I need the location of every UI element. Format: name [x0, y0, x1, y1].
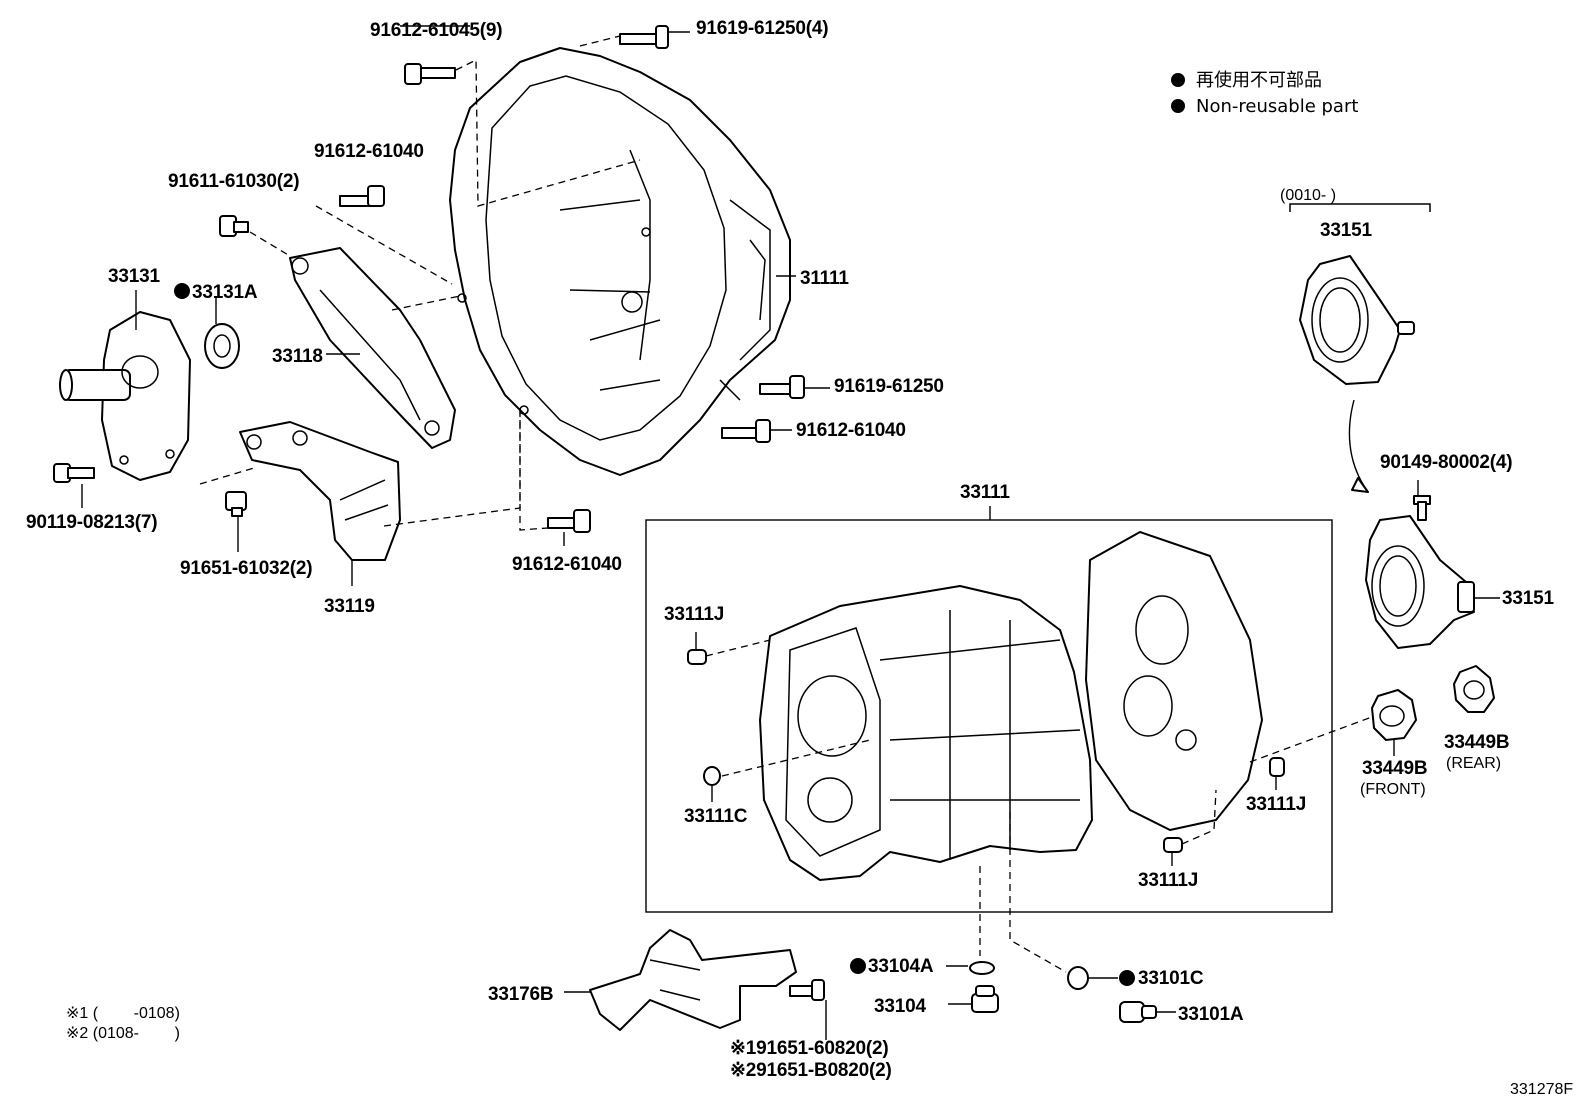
non-reusable-dot-icon — [1119, 970, 1135, 986]
label-33111C: 33111C — [684, 806, 748, 827]
label-91651-61032: 91651-61032(2) — [180, 558, 312, 579]
diagram-code: 331278F — [1510, 1081, 1573, 1098]
note-2: ※2 (0108- ) — [66, 1025, 180, 1042]
note-1: ※1 ( -0108) — [66, 1005, 180, 1022]
extension-housing-33131 — [59, 311, 191, 481]
bolt-91651-61032-icon — [225, 491, 247, 517]
label-33101A: 33101A — [1178, 1004, 1244, 1025]
label-33104A: 33104A — [868, 956, 934, 977]
label-91612-61040-bottom: 91612-61040 — [512, 554, 622, 575]
bolt-91612-61045-icon — [404, 63, 456, 85]
label-33118: 33118 — [272, 346, 323, 367]
transmission-case-33111 — [687, 531, 1381, 881]
bolt-91611-61030-icon — [219, 215, 249, 237]
part-labels: 91612-61045(9) 91619-61250(4) 91612-6104… — [26, 18, 1555, 1081]
filler-plug-33101A-icon — [1119, 1001, 1176, 1023]
label-33104: 33104 — [874, 996, 926, 1017]
label-33131: 33131 — [108, 266, 160, 287]
drain-plug-33104-icon — [948, 985, 999, 1013]
label-91619-61250-4: 91619-61250(4) — [696, 18, 828, 39]
label-90149-80002: 90149-80002(4) — [1380, 452, 1512, 473]
cover-33151-top — [1289, 203, 1431, 493]
leader-lines-top — [81, 25, 830, 586]
dowel-pin-33111J-b-icon — [1269, 757, 1285, 777]
non-reusable-dot-icon — [850, 958, 866, 974]
label-91619-61250: 91619-61250 — [834, 376, 944, 397]
group-frame — [645, 519, 1333, 913]
shift-lever-retainer-33176B — [564, 929, 797, 1031]
bracket-33118 — [289, 247, 456, 449]
non-reusable-dot-icon — [1171, 99, 1185, 113]
label-33111J-a: 33111J — [664, 604, 724, 625]
label-33151-side: 33151 — [1502, 588, 1554, 609]
bolt-91612-61040-bottom-icon — [547, 509, 591, 533]
bolt-90149-80002-icon — [1413, 495, 1431, 521]
label-rear: (REAR) — [1446, 755, 1501, 772]
filler-leader — [1009, 812, 1067, 973]
label-33449B-rear: 33449B — [1444, 732, 1509, 753]
oil-seal-33131A — [204, 323, 240, 369]
bolt-91612-61040-top-icon — [339, 185, 385, 207]
legend: 再使用不可部品 Non-reusable part — [1171, 70, 1358, 117]
bolt-91619-61250-right-icon — [759, 375, 805, 399]
range-label: (0010- ) — [1280, 187, 1336, 204]
label-91612-61040-top: 91612-61040 — [314, 141, 424, 162]
label-33101C: 33101C — [1138, 968, 1204, 989]
label-31111: 31111 — [800, 268, 849, 289]
cover-33151-side — [1365, 480, 1500, 649]
bolts — [53, 25, 1431, 1001]
nut-33449B-rear-icon — [1453, 665, 1495, 713]
label-91612-61045: 91612-61045(9) — [370, 20, 502, 41]
dowel-pin-33111J-a-icon — [687, 649, 707, 665]
nut-33449B-front-icon — [1371, 689, 1417, 756]
bolt-91612-61040-right-icon — [721, 419, 771, 443]
dowel-pin-33111J-c-icon — [1163, 837, 1183, 853]
legend-japanese: 再使用不可部品 — [1196, 70, 1322, 91]
bracket-33119 — [239, 421, 401, 561]
label-front: (FRONT) — [1360, 781, 1426, 798]
transmission-case-group-box — [645, 506, 1333, 913]
clutch-housing-31111 — [449, 47, 791, 476]
label-90119-08213: 90119-08213(7) — [26, 512, 157, 533]
label-33111-group: 33111 — [960, 482, 1010, 503]
label-33449B-front: 33449B — [1362, 758, 1427, 779]
label-33131A: 33131A — [192, 282, 258, 303]
label-91651-60820: ※191651-60820(2) — [730, 1038, 889, 1059]
label-33176B: 33176B — [488, 984, 553, 1005]
plug-gasket-33104A-icon — [946, 961, 995, 975]
bolt-91619-61250-icon — [619, 25, 669, 49]
label-33151-top: 33151 — [1320, 220, 1372, 241]
bolt-90119-08213-icon — [53, 463, 95, 483]
label-33119: 33119 — [324, 596, 375, 617]
non-reusable-dot-icon — [174, 283, 190, 299]
label-91611-61030: 91611-61030(2) — [168, 171, 299, 192]
bolt-91651-60820-icon — [789, 979, 825, 1001]
non-reusable-dot-icon — [1171, 73, 1185, 87]
label-33111J-c: 33111J — [1138, 870, 1198, 891]
gasket-33101C-icon — [1067, 966, 1118, 990]
label-91612-61040-right: 91612-61040 — [796, 420, 906, 441]
label-33111J-b: 33111J — [1246, 794, 1306, 815]
label-91651-B0820: ※291651-B0820(2) — [730, 1060, 892, 1081]
dowel-33111C-icon — [703, 766, 721, 786]
legend-english: Non-reusable part — [1196, 96, 1358, 117]
